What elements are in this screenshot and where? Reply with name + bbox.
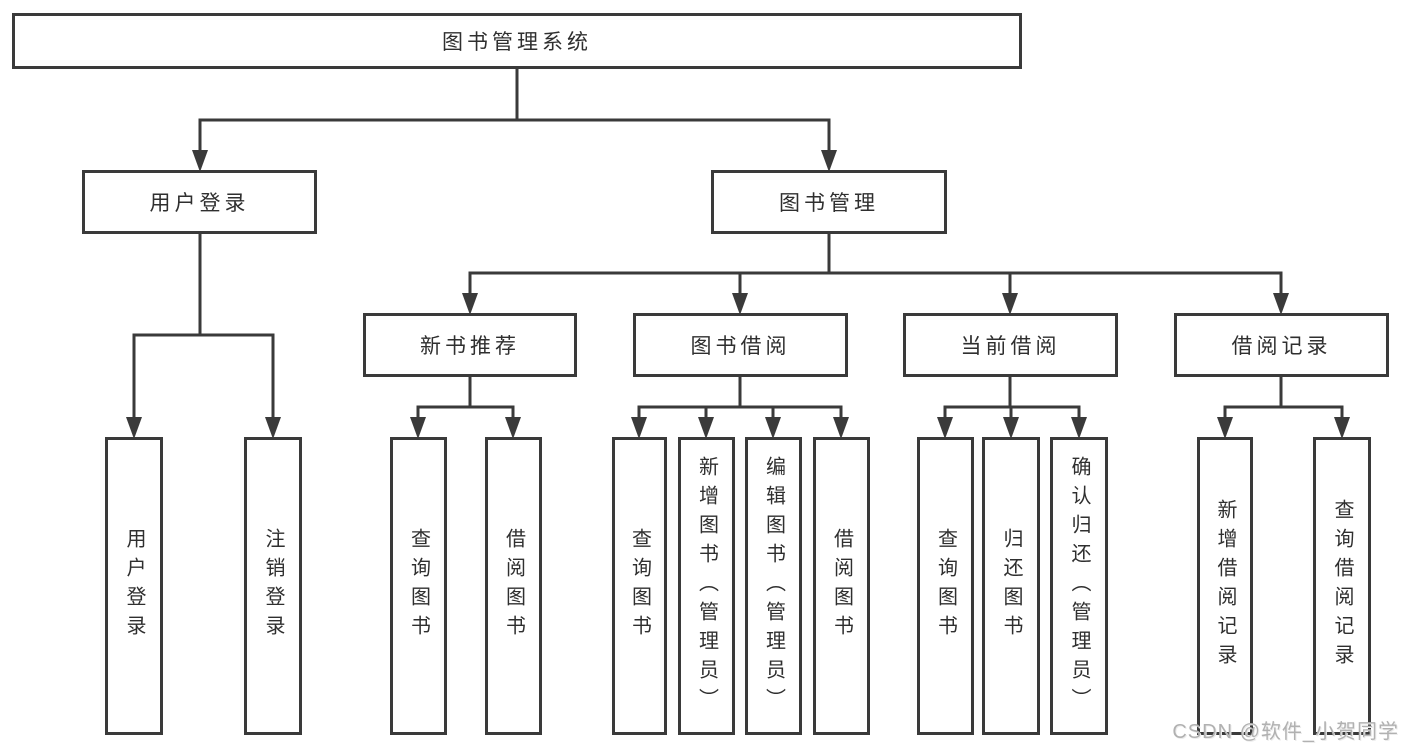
arrowhead [1002,293,1018,315]
arrowhead [1003,417,1019,439]
node-label: 借阅图书 [502,528,525,644]
arrowhead [126,417,142,439]
connector-records-to-leaves [1223,375,1344,419]
arrowhead [937,417,953,439]
connector-root-to-level2 [198,67,831,152]
leaf-add-books-admin: 新增图书（管理员） [678,437,735,735]
connector-bookmgmt-to-level3 [468,232,1283,295]
node-label: 图书管理 [779,192,879,215]
node-label: 借阅图书 [830,528,853,644]
node-label: 图书管理系统 [442,31,592,54]
csdn-watermark: CSDN @软件_小贺同学 [1172,721,1399,743]
arrowhead [833,417,849,439]
node-book-borrowing: 图书借阅 [633,313,848,377]
leaf-query-books-current: 查询图书 [917,437,974,735]
node-label: 确认归还（管理员） [1068,455,1090,717]
leaf-user-login: 用户登录 [105,437,163,735]
arrowhead [1273,293,1289,315]
node-book-management: 图书管理 [711,170,947,234]
connector-userlogin-to-leaves [132,232,275,419]
leaf-borrow-books: 借阅图书 [813,437,870,735]
node-label: 查询图书 [934,528,957,644]
leaf-query-books-borrowing: 查询图书 [612,437,667,735]
leaf-return-books: 归还图书 [982,437,1040,735]
arrowhead [765,417,781,439]
node-current-borrowing: 当前借阅 [903,313,1118,377]
leaf-borrow-books-recommend: 借阅图书 [485,437,542,735]
connector-bookborrow-to-leaves [637,375,843,419]
connector-newbook-to-leaves [416,375,515,419]
arrowhead [192,150,208,172]
arrowhead [1071,417,1087,439]
node-label: 借阅记录 [1231,335,1332,358]
arrowhead [1334,417,1350,439]
arrowhead [462,293,478,315]
node-label: 查询图书 [628,528,651,644]
arrowhead [505,417,521,439]
node-user-login: 用户登录 [82,170,317,234]
leaf-logout: 注销登录 [244,437,302,735]
node-label: 归还图书 [1000,528,1022,644]
arrowhead [631,417,647,439]
node-label: 注销登录 [262,528,284,644]
connector-currentborrow-to-leaves [943,375,1081,419]
node-borrow-records: 借阅记录 [1174,313,1389,377]
arrowhead [410,417,426,439]
node-label: 图书借阅 [690,335,791,358]
leaf-query-borrow-record: 查询借阅记录 [1313,437,1371,735]
node-library-management-system: 图书管理系统 [12,13,1022,69]
node-label: 查询图书 [407,528,430,644]
arrowhead [265,417,281,439]
node-label: 用户登录 [123,528,145,644]
arrowhead [821,150,837,172]
arrowhead [1217,417,1233,439]
node-label: 查询借阅记录 [1331,499,1353,673]
node-new-book-recommend: 新书推荐 [363,313,577,377]
node-label: 当前借阅 [960,335,1061,358]
node-label: 用户登录 [149,192,250,215]
arrowhead [698,417,714,439]
node-label: 新增图书（管理员） [695,455,718,717]
node-label: 新增借阅记录 [1214,499,1236,673]
leaf-add-borrow-record: 新增借阅记录 [1197,437,1253,735]
leaf-confirm-return-admin: 确认归还（管理员） [1050,437,1108,735]
node-label: 编辑图书（管理员） [762,455,785,717]
node-label: 新书推荐 [420,335,520,358]
leaf-query-books-recommend: 查询图书 [390,437,447,735]
leaf-edit-books-admin: 编辑图书（管理员） [745,437,802,735]
arrowhead [732,293,748,315]
